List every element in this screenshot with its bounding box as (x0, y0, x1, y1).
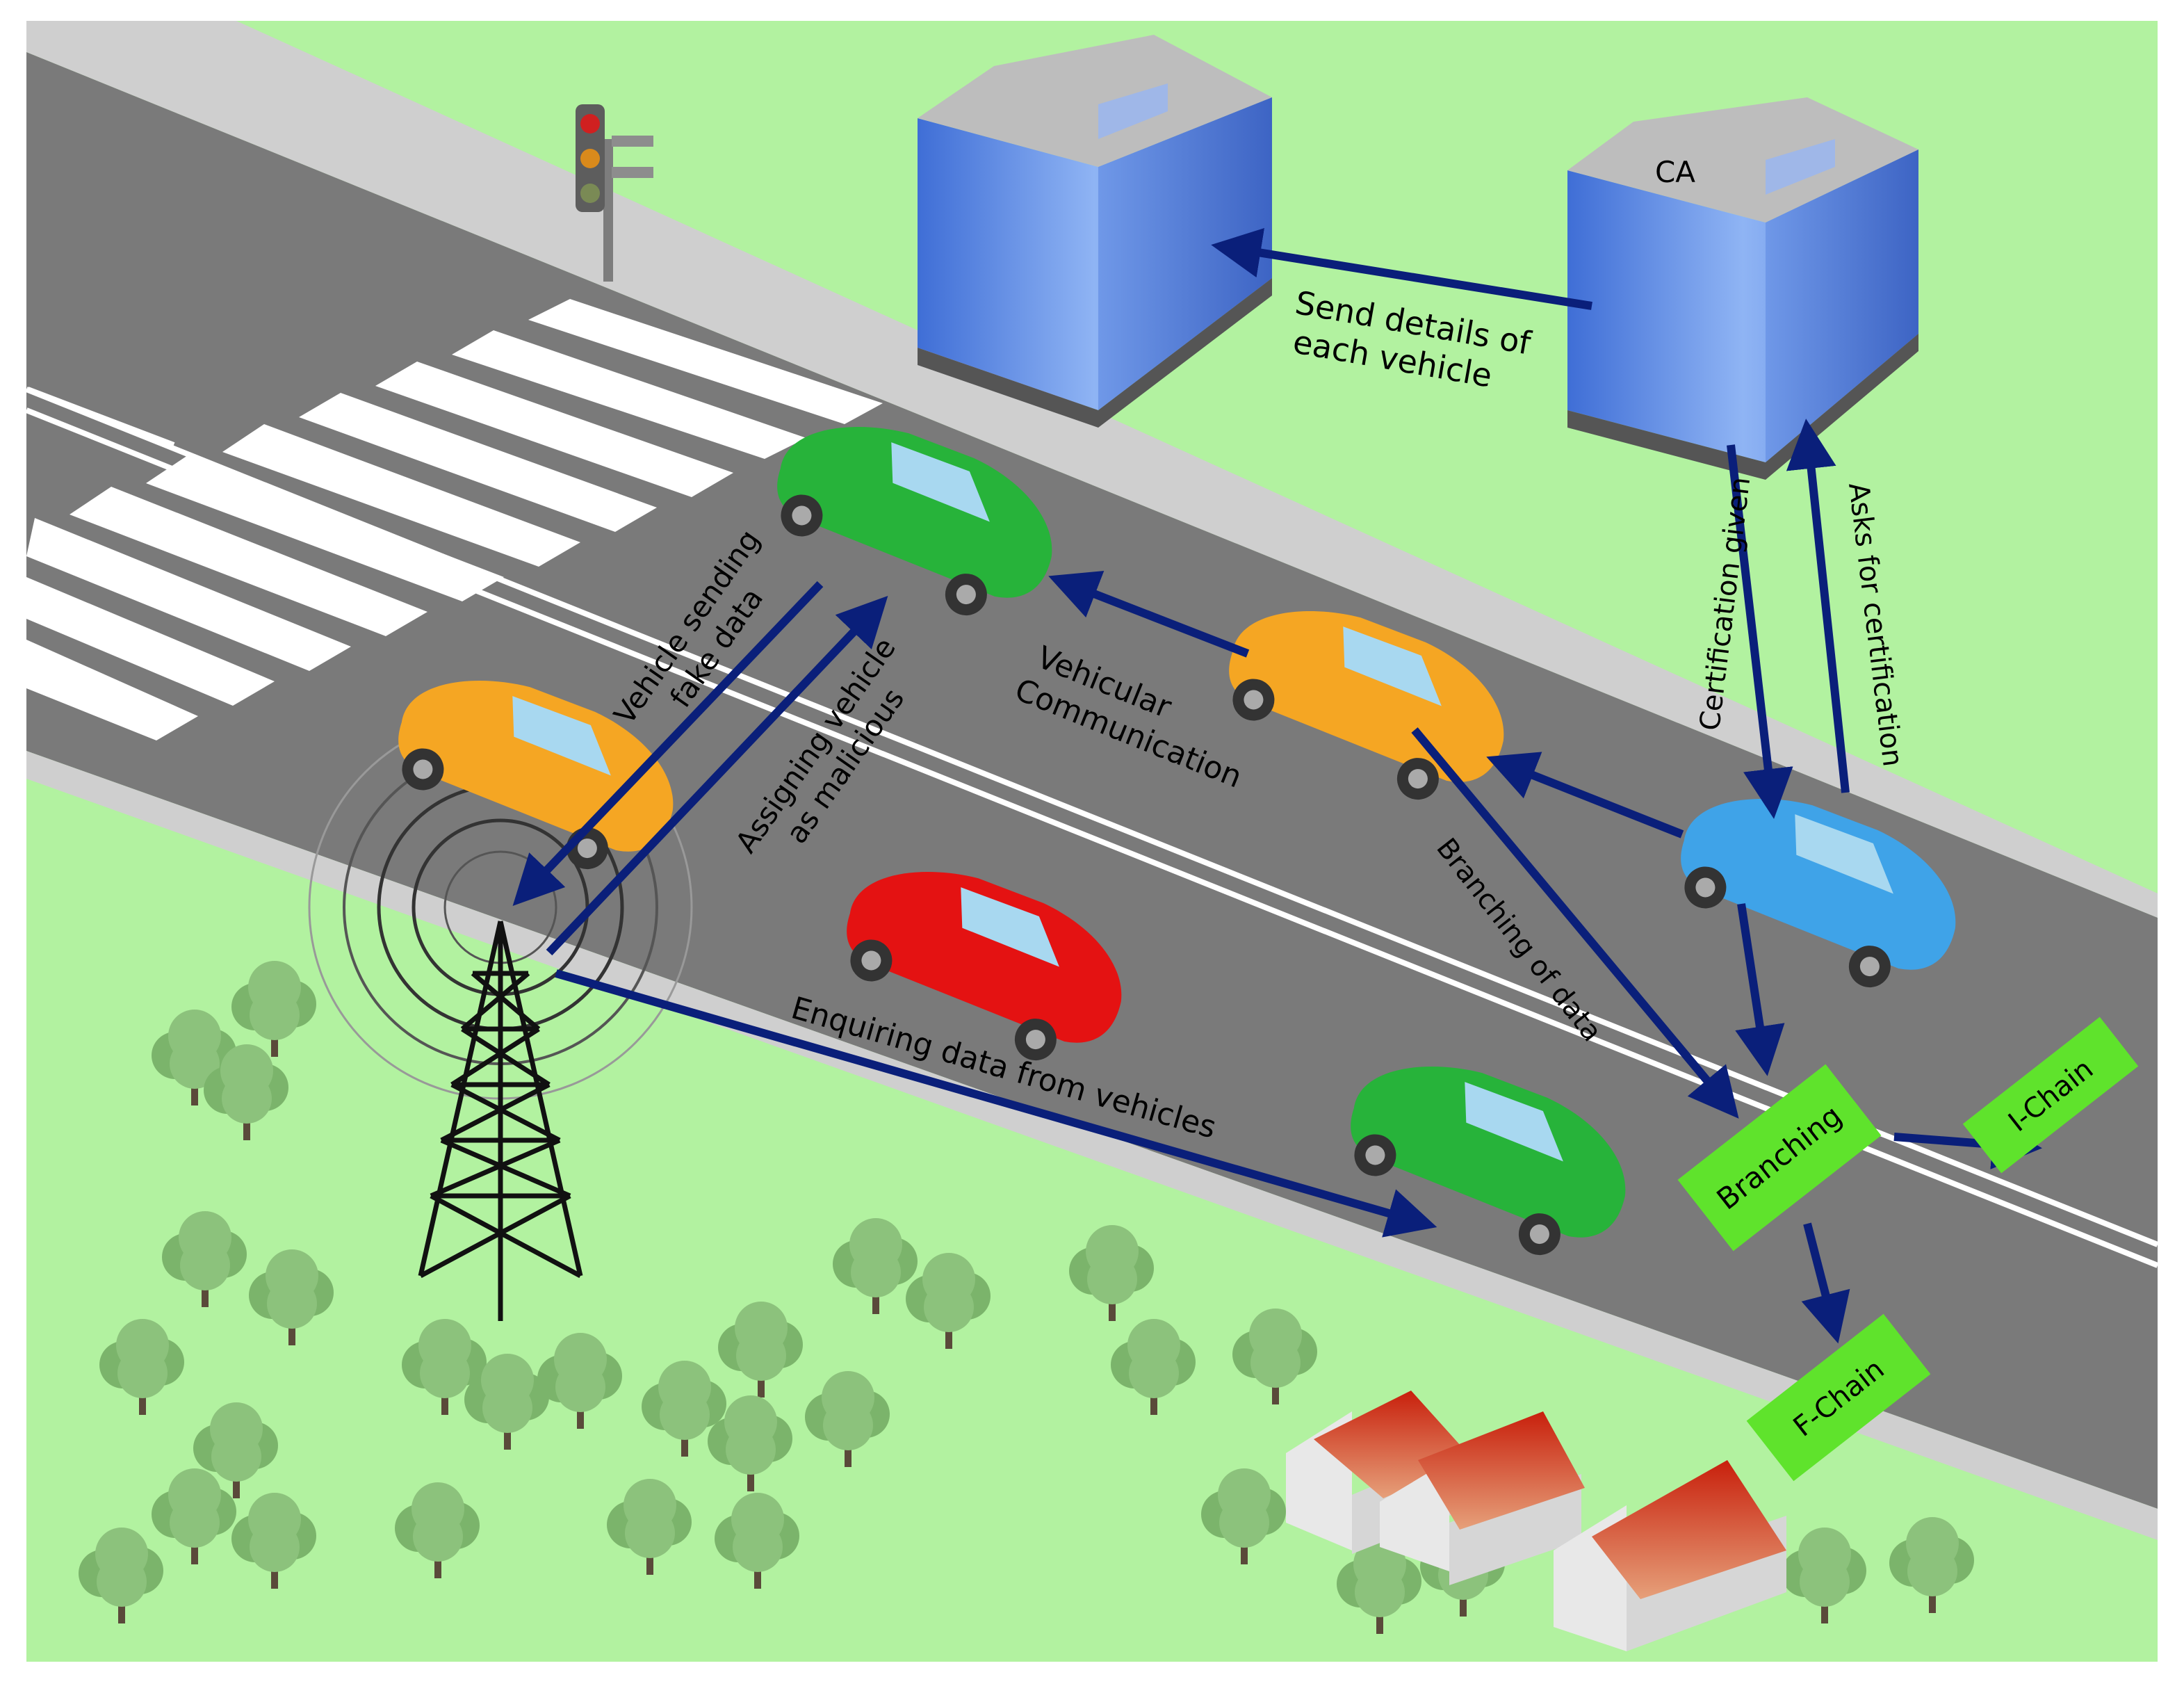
cell-tower-icon (308, 715, 693, 1321)
road-curb-bottom (26, 751, 2158, 1540)
car-icon (375, 652, 696, 890)
road-curb-top (26, 21, 2158, 918)
car-icon (1328, 1038, 1648, 1276)
car-icon (824, 843, 1144, 1081)
car-icon (1206, 583, 1526, 820)
traffic-light-icon (576, 104, 653, 282)
crosswalk (26, 299, 883, 740)
ca-building-icon: CA (1567, 97, 1918, 480)
office-building-icon (918, 35, 1272, 428)
flow-arrows (512, 228, 2042, 1344)
ca-label: CA (1655, 155, 1695, 189)
i-chain-box: I-Chain (1962, 1016, 2139, 1174)
car-icon (1658, 770, 1978, 1008)
house-icon (1286, 1391, 1786, 1651)
car-icon (754, 398, 1075, 636)
